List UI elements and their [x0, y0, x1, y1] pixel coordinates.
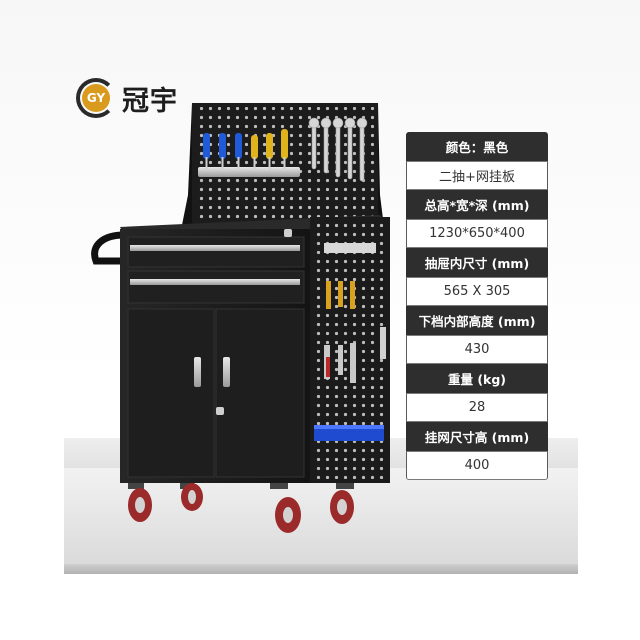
drawer-lower	[127, 270, 305, 304]
spec-label: 抽屉内尺寸 (mm)	[406, 248, 548, 277]
spec-value-text: 565 X 305	[443, 284, 511, 299]
screwdriver-set-icon	[198, 129, 300, 177]
spec-value: 400	[406, 451, 548, 480]
spec-value-text: 二抽+网挂板	[439, 170, 515, 185]
caster-wheels	[128, 483, 354, 533]
spec-value-text: 28	[468, 400, 486, 415]
spec-label-text: 挂网尺寸高 (mm)	[424, 430, 530, 445]
display-platform-front	[64, 468, 578, 574]
brand-mark-text: GY	[82, 84, 110, 112]
tool-cabinet-icon	[91, 103, 390, 533]
spec-label: 下档内部高度 (mm)	[406, 306, 548, 335]
side-handle	[91, 231, 125, 265]
spec-value: 二抽+网挂板	[406, 161, 548, 190]
spec-label: 挂网尺寸高 (mm)	[406, 422, 548, 451]
spec-label: 总高*宽*深 (mm)	[406, 190, 548, 219]
spec-table: 颜色：黑色二抽+网挂板总高*宽*深 (mm) 1230*650*400 抽屉内尺寸 …	[406, 132, 548, 480]
spec-value: 430	[406, 335, 548, 364]
cabinet-doors	[127, 308, 305, 478]
spec-value-text: 1230*650*400	[429, 226, 525, 241]
brand-name: 冠宇	[122, 85, 178, 117]
spec-label-text: 重量 (kg)	[447, 372, 507, 387]
drawer-upper	[127, 229, 305, 268]
spec-label-text: 总高*宽*深 (mm)	[424, 198, 530, 213]
spec-label-text: 抽屉内尺寸 (mm)	[424, 256, 530, 271]
spec-value: 1230*650*400	[406, 219, 548, 248]
spec-value-text: 400	[464, 458, 490, 473]
display-platform-shadow	[64, 564, 578, 574]
spec-label-text: 颜色：黑色	[445, 140, 509, 155]
side-tools-icon	[324, 243, 386, 383]
wrench-set-icon	[308, 117, 368, 182]
spec-value: 28	[406, 393, 548, 422]
spec-label-text: 下档内部高度 (mm)	[418, 314, 536, 329]
spec-label: 颜色：黑色	[406, 132, 548, 161]
spec-value: 565 X 305	[406, 277, 548, 306]
spec-value-text: 430	[464, 342, 490, 357]
brand-logo: GY 冠宇	[76, 78, 178, 118]
brand-mark-icon: GY	[76, 78, 116, 118]
parts-bin-icon	[314, 425, 384, 441]
spec-label: 重量 (kg)	[406, 364, 548, 393]
